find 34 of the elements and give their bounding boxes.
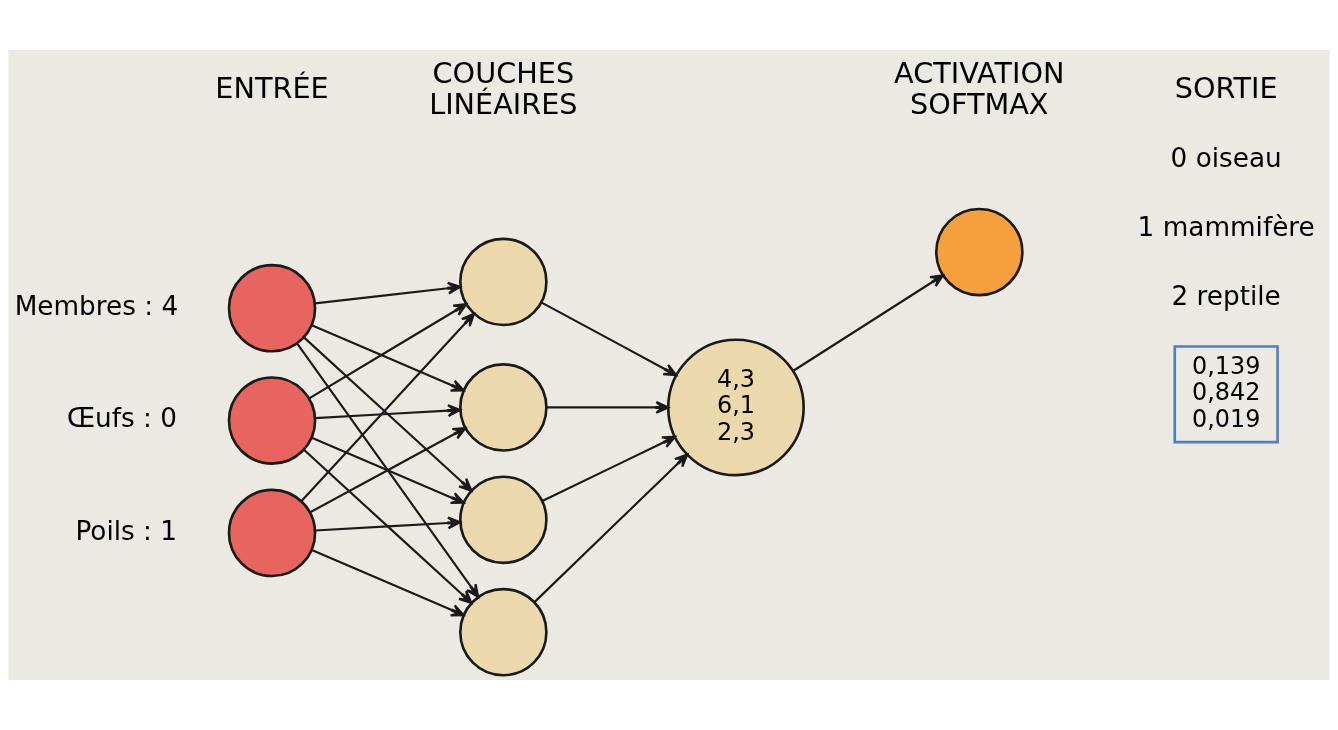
arrow [303,449,473,605]
node-circle [227,488,317,578]
arrow [311,549,465,617]
node-label: Œufs : 0 [66,403,177,434]
node-circle: 4,3 6,1 2,3 [666,338,805,477]
arrow [311,324,465,392]
arrow [300,312,475,502]
label: ENTRÉE [215,71,329,106]
node-box: 0,139 0,842 0,019 [1173,345,1279,444]
arrow [314,281,462,305]
arrow [540,301,678,377]
node-circle [227,376,317,465]
label: 0 oiseau [1170,142,1282,173]
node-circle [934,207,1024,297]
arrow [314,404,462,420]
label: SORTIE [1174,71,1278,106]
arrow [309,426,467,514]
arrow [296,342,480,598]
arrow [303,336,473,492]
label: COUCHES LINÉAIRES [429,55,578,121]
label: 2 reptile [1171,281,1281,312]
node-label: Membres : 4 [14,290,179,321]
arrow [308,303,468,400]
arrow [533,453,689,603]
node-label: Poils : 1 [75,515,177,546]
arrow [314,516,462,532]
label: ACTIVATION SOFTMAX [894,55,1065,121]
arrow [792,274,945,372]
node-circle [459,363,548,452]
arrow [546,401,670,414]
arrow [541,435,677,502]
label: 1 mammifère [1137,212,1315,243]
arrow [311,436,465,505]
node-circle [227,263,317,353]
